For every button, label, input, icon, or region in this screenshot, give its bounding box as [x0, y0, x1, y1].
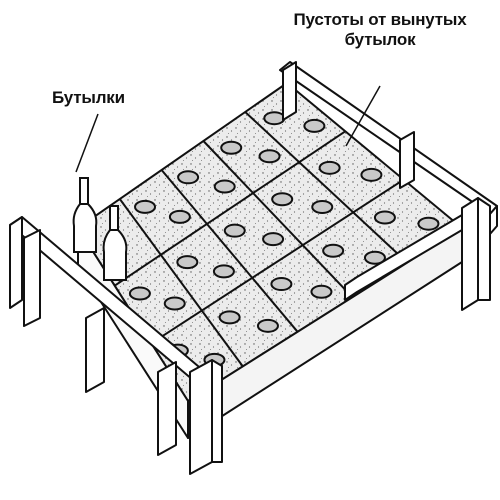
bottle-void: [360, 167, 383, 182]
bottle-void: [310, 284, 333, 299]
divider-row: [150, 178, 405, 345]
bottle-1-neck: [79, 177, 89, 205]
post-front-mid: [85, 307, 105, 393]
compartment-grid: [114, 111, 440, 367]
bottle-void: [417, 216, 440, 231]
bottle-void: [258, 149, 281, 164]
bottles-label: Бутылки: [52, 88, 125, 107]
post-right-corner-side: [477, 197, 491, 301]
bottle-void: [163, 296, 186, 311]
post-left-corner: [9, 216, 23, 309]
bottles: [72, 177, 128, 281]
bottles-leader: [75, 113, 99, 173]
post-right-corner: [461, 197, 479, 311]
bottle-void: [263, 111, 286, 126]
bottle-void: [322, 243, 345, 258]
voids-label: Пустоты от вынутых бутылок: [262, 10, 498, 50]
formwork-boards: [9, 61, 498, 475]
bottle-void: [270, 277, 293, 292]
bottle-void: [223, 223, 246, 238]
bottle-void: [128, 286, 151, 301]
bottle-void: [134, 199, 157, 214]
bottle-void: [168, 209, 191, 224]
bottle-void: [373, 210, 396, 225]
post-right-back: [399, 131, 415, 189]
bottle-2-body: [102, 229, 128, 281]
bottle-void: [256, 318, 279, 333]
leader-lines: [75, 85, 381, 173]
bottle-void: [363, 250, 386, 265]
bottle-void: [262, 232, 285, 247]
bottle-void: [311, 199, 334, 214]
post-back: [282, 61, 297, 121]
voids-label-line2: бутылок: [344, 30, 416, 49]
bottle-void: [213, 179, 236, 194]
divider-col: [160, 169, 299, 333]
voids-label-line1: Пустоты от вынутых: [293, 10, 467, 29]
bottle-void: [212, 264, 235, 279]
bottle-void: [271, 192, 294, 207]
bottle-void: [176, 255, 199, 270]
divider-col: [244, 111, 408, 264]
bottle-void: [218, 310, 241, 325]
post-left-tall: [23, 229, 41, 327]
divider-row: [114, 130, 346, 287]
board-right: [344, 214, 463, 301]
bottle-void: [303, 118, 326, 133]
bottle-void: [177, 170, 200, 185]
post-front-right: [189, 359, 213, 475]
voids-leader: [345, 85, 381, 147]
bottle-void: [220, 140, 243, 155]
post-front-mid-b: [157, 361, 177, 456]
bottle-2-neck: [109, 205, 119, 231]
bottle-1-body: [72, 203, 98, 253]
divider-col: [118, 198, 244, 367]
bottle-void: [318, 160, 341, 175]
divider-col: [202, 140, 354, 298]
post-front-right-b: [211, 359, 223, 463]
bottle-1: [72, 177, 98, 253]
bottle-2: [102, 205, 128, 281]
